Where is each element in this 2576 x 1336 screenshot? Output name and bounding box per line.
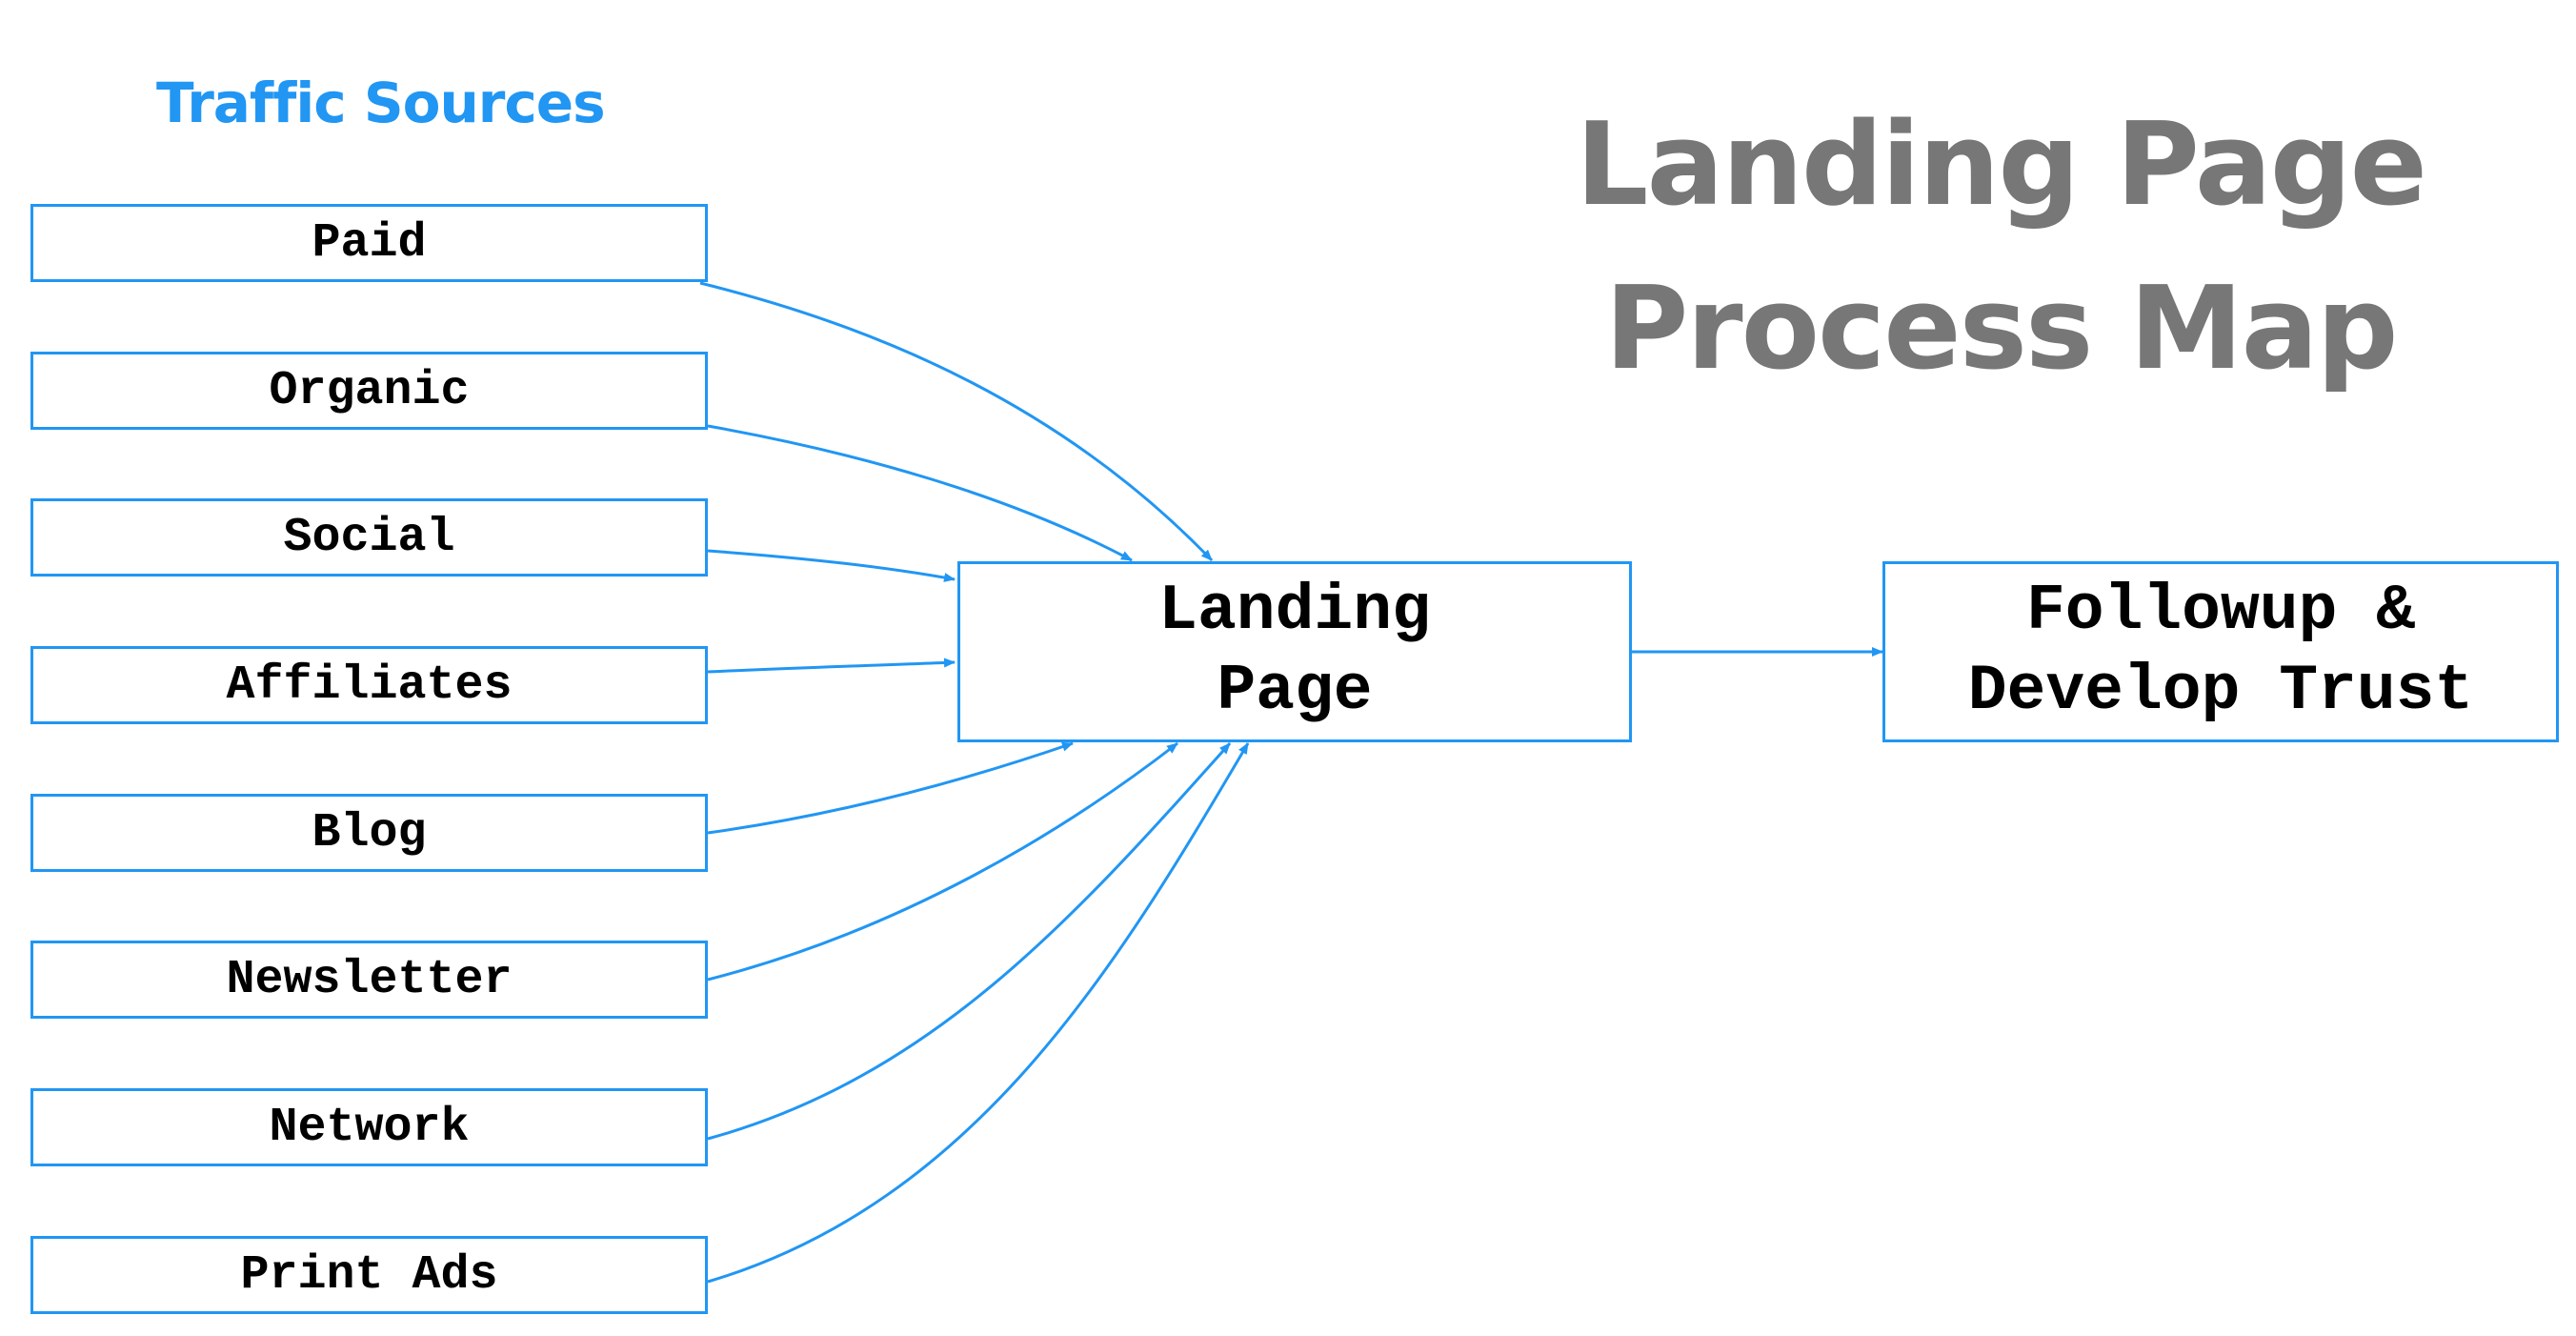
arrow-organic-to-landing [707,424,1133,562]
landing-page-box: Landing Page [957,561,1632,742]
arrow-affiliates-to-landing [707,658,956,674]
landing-page-label-line-2: Page [1217,655,1373,728]
source-box-newsletter: Newsletter [30,941,708,1019]
source-box-social: Social [30,498,708,577]
arrow-network-to-landing [707,741,1232,1141]
arrow-newsletter-to-landing [707,741,1178,982]
source-box-blog: Blog [30,794,708,872]
landing-page-label-line-1: Landing [1158,575,1431,648]
followup-label-line-2: Develop Trust [1967,655,2474,728]
arrow-print-ads-to-landing [707,742,1250,1284]
traffic-sources-heading: Traffic Sources [156,71,606,135]
page-title: Landing Page Process Map [1486,84,2515,412]
source-box-print-ads: Print Ads [30,1236,708,1314]
arrow-blog-to-landing [707,741,1074,835]
source-box-paid: Paid [30,204,708,282]
page-title-line-2: Process Map [1604,263,2398,395]
source-box-network: Network [30,1088,708,1166]
source-box-organic: Organic [30,352,708,430]
followup-box: Followup & Develop Trust [1882,561,2559,742]
arrow-paid-to-landing [699,281,1214,562]
followup-label-line-1: Followup & [2025,575,2416,648]
page-title-line-1: Landing Page [1576,99,2427,232]
arrow-social-to-landing [707,549,956,582]
source-box-affiliates: Affiliates [30,646,708,724]
